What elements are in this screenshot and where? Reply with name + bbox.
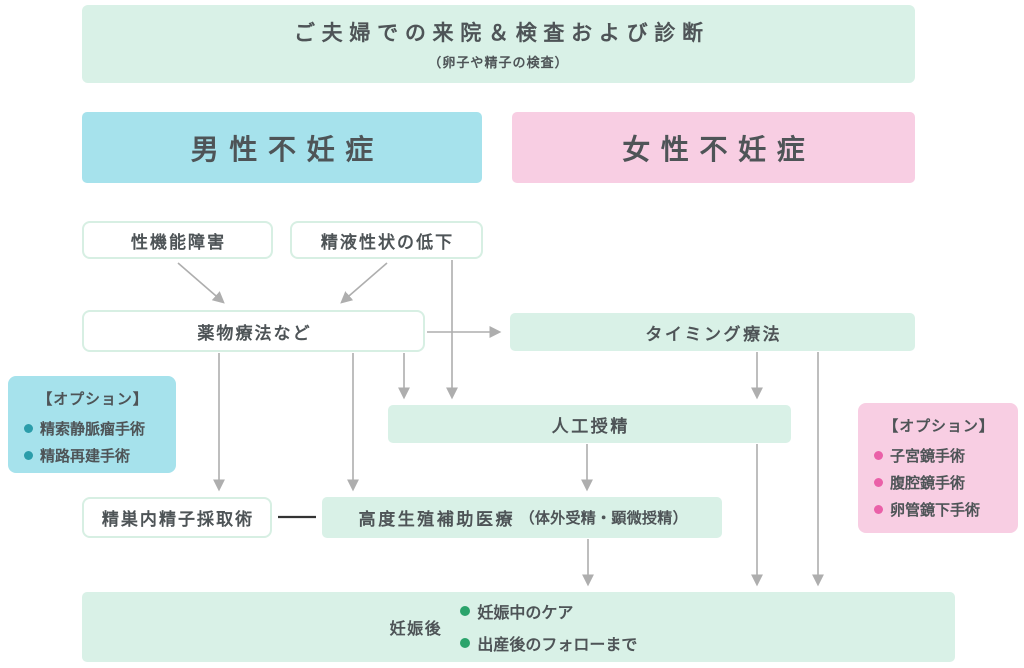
female-option-label: 卵管鏡下手術: [890, 502, 981, 519]
male-options-title: 【オプション】: [37, 391, 149, 408]
female-option-label: 子宮鏡手術: [890, 448, 966, 465]
teal-bullet-icon: [24, 451, 33, 460]
outcome-box: 妊娠後 妊娠中のケア 出産後のフォローまで: [82, 592, 955, 662]
header-banner: ご夫婦での来院＆検査および診断 （卵子や精子の検査）: [82, 5, 915, 83]
pink-bullet-icon: [874, 505, 883, 514]
node-tese: 精巣内精子採取術: [82, 497, 272, 538]
arrow-sexual-to-drug: [177, 262, 225, 304]
male-option-label: 精路再建手術: [40, 448, 131, 465]
male-option-item: 精路再建手術: [24, 445, 162, 466]
arrow-semen-to-drug: [340, 262, 388, 304]
green-bullet-icon: [460, 606, 471, 616]
female-option-item: 卵管鏡下手術: [874, 499, 1004, 520]
female-options-title: 【オプション】: [883, 418, 995, 435]
node-semen-quality: 精液性状の低下: [290, 221, 483, 259]
outcome-item-label: 出産後のフォローまで: [477, 637, 638, 654]
female-infertility-banner: 女性不妊症: [512, 112, 915, 183]
female-options-box: 【オプション】 子宮鏡手術 腹腔鏡手術 卵管鏡下手術: [858, 403, 1018, 533]
outcome-label: 妊娠後: [389, 621, 443, 638]
outcome-item: 妊娠中のケア: [460, 599, 637, 623]
node-artificial-insemination: 人工授精: [388, 405, 791, 443]
outcome-items: 妊娠中のケア 出産後のフォローまで: [460, 599, 637, 655]
male-options-box: 【オプション】 精索静脈瘤手術 精路再建手術: [8, 376, 176, 473]
pink-bullet-icon: [874, 451, 883, 460]
male-infertility-banner: 男性不妊症: [82, 112, 482, 183]
female-option-item: 腹腔鏡手術: [874, 472, 1004, 493]
outcome-item-label: 妊娠中のケア: [477, 605, 574, 622]
teal-bullet-icon: [24, 424, 33, 433]
header-title: ご夫婦での来院＆検査および診断: [293, 22, 710, 45]
node-art: 高度生殖補助医療 （体外受精・顕微授精）: [322, 497, 722, 538]
node-timing-therapy: タイミング療法: [510, 313, 915, 351]
female-option-item: 子宮鏡手術: [874, 445, 1004, 466]
art-label: 高度生殖補助医療: [358, 510, 516, 529]
green-bullet-icon: [460, 638, 471, 648]
female-option-label: 腹腔鏡手術: [890, 475, 966, 492]
male-option-item: 精索静脈瘤手術: [24, 418, 162, 439]
art-sublabel: （体外受精・顕微授精）: [519, 510, 688, 527]
male-option-label: 精索静脈瘤手術: [40, 421, 146, 438]
node-sexual-dysfunction: 性機能障害: [82, 221, 273, 259]
header-subtitle: （卵子や精子の検査）: [428, 55, 569, 70]
node-drug-therapy: 薬物療法など: [82, 310, 425, 352]
outcome-item: 出産後のフォローまで: [460, 631, 637, 655]
pink-bullet-icon: [874, 478, 883, 487]
